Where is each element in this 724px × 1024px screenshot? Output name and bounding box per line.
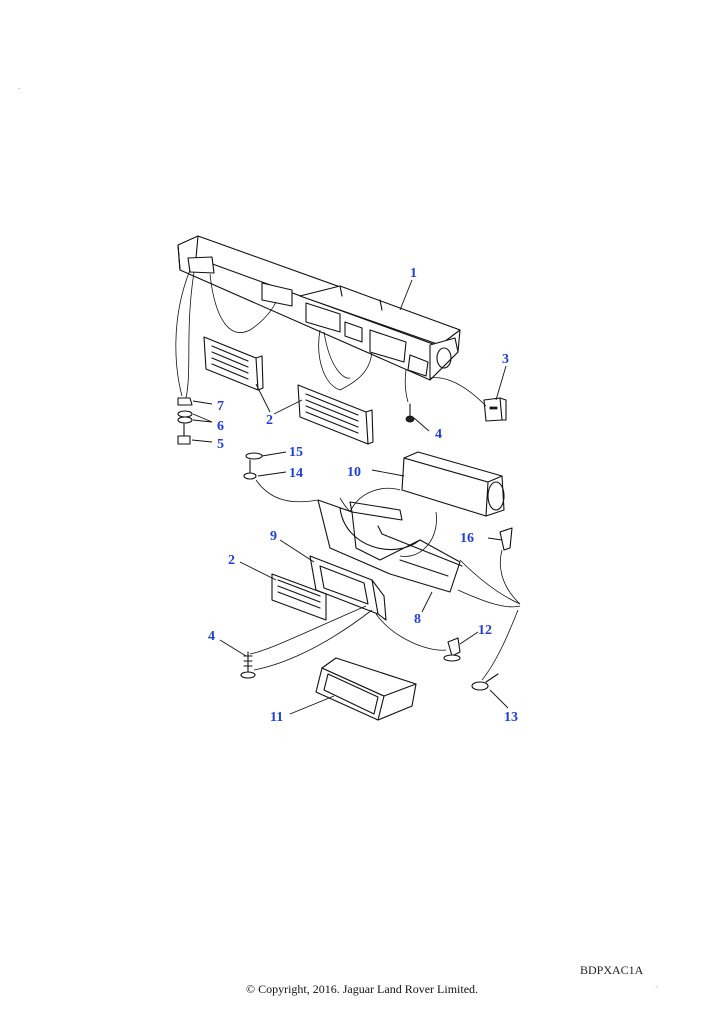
- callout-12: 12: [478, 623, 492, 638]
- callout-6: 6: [217, 419, 224, 434]
- bezel-9: [309, 555, 387, 621]
- vent-grille-2c: [271, 573, 327, 621]
- callout-7: 7: [217, 399, 224, 414]
- screw-4-lower: [240, 651, 256, 679]
- callout-15: 15: [289, 445, 303, 460]
- callout-9: 9: [270, 529, 277, 544]
- figure-reference-code: BDPXAC1A: [580, 963, 644, 977]
- clip-15: [245, 452, 263, 460]
- screw-13: [471, 673, 499, 691]
- callout-16: 16: [460, 531, 474, 546]
- callout-14: 14: [289, 466, 303, 481]
- duct-box-10: [401, 451, 505, 517]
- callout-labels: 1 2 3 4 5 6 7 2 15 14 10 16 9 8 4 12 11 …: [208, 266, 518, 725]
- washer-6: [177, 410, 193, 424]
- corner-mark-bottom-right: ⌟: [655, 983, 658, 989]
- callout-11: 11: [270, 710, 283, 725]
- bolt-5: [177, 423, 191, 445]
- callout-3: 3: [502, 352, 509, 367]
- callout-13: 13: [504, 710, 518, 725]
- callout-4-upper: 4: [435, 427, 442, 442]
- corner-mark-top-left: ⌐: [18, 86, 22, 92]
- connector-lines: [175, 269, 521, 681]
- callout-2-upper: 2: [266, 413, 273, 428]
- nut-7: [177, 397, 193, 406]
- main-fascia-duct: [177, 235, 461, 381]
- screw-4-upper: [405, 403, 415, 423]
- leader-lines: [191, 279, 509, 715]
- callout-1: 1: [410, 266, 417, 281]
- vent-grille-2b: [297, 384, 374, 445]
- callout-10: 10: [347, 465, 361, 480]
- clip-12: [443, 637, 461, 662]
- callout-5: 5: [217, 437, 224, 452]
- vent-grille-2a: [203, 336, 264, 391]
- duct-box-11: [315, 657, 417, 721]
- callout-8: 8: [414, 612, 421, 627]
- screw-16: [499, 527, 513, 551]
- switch-3: [483, 397, 507, 422]
- copyright-notice: © Copyright, 2016. Jaguar Land Rover Lim…: [245, 982, 479, 996]
- callout-4-lower: 4: [208, 629, 215, 644]
- callout-2-lower: 2: [228, 553, 235, 568]
- screw-14: [243, 459, 257, 480]
